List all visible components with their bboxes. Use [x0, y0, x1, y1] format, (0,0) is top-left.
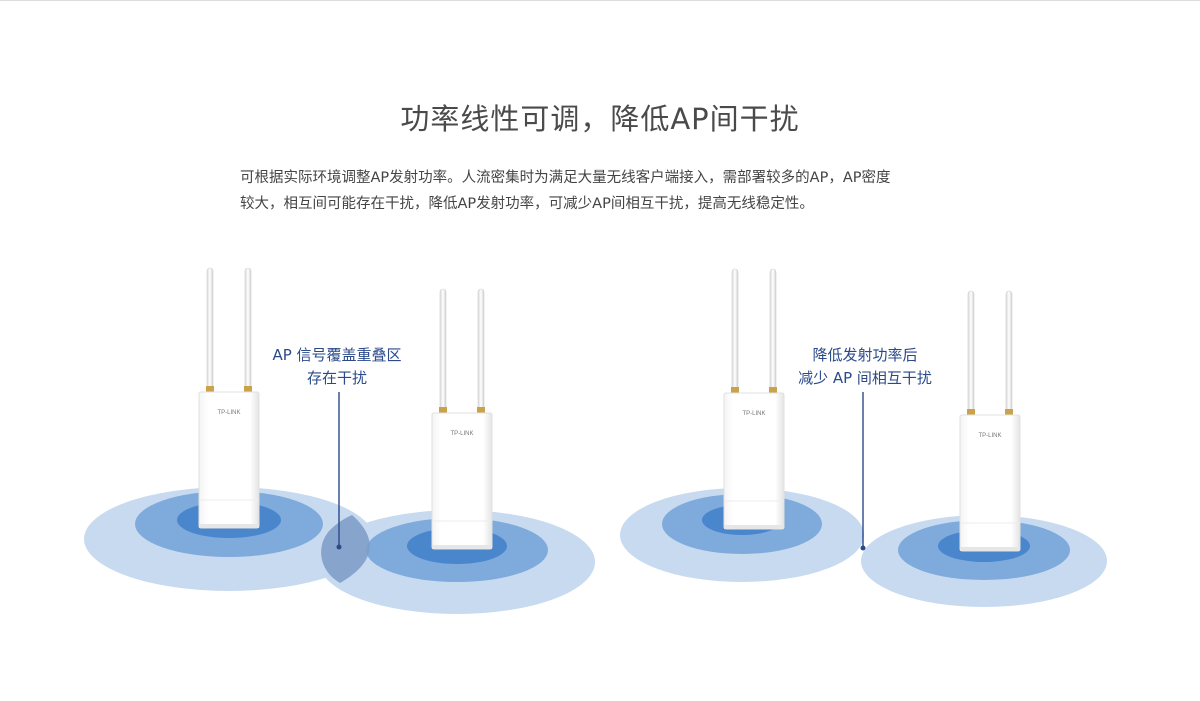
ap-device-right-1: TP-LINK [723, 268, 785, 530]
callout-dot-right [860, 545, 866, 551]
intro-line-2: 较大，相互间可能存在干扰，降低AP发射功率，可减少AP间相互干扰，提高无线稳定性… [240, 196, 814, 212]
brand-label: TP-LINK [450, 431, 473, 437]
callout-overlap: AP 信号覆盖重叠区 存在干扰 [262, 344, 412, 390]
page-title: 功率线性可调，降低AP间干扰 [400, 102, 800, 136]
brand-label: TP-LINK [978, 433, 1001, 439]
callout-right-line-1: 降低发射功率后 [812, 346, 918, 364]
callout-right-line-2: 减少 AP 间相互干扰 [798, 369, 932, 387]
brand-label: TP-LINK [217, 410, 240, 416]
intro-paragraph: 可根据实际环境调整AP发射功率。人流密集时为满足大量无线客户端接入，需部署较多的… [240, 165, 970, 217]
callout-left-line-2: 存在干扰 [306, 369, 367, 387]
ap-device-left-1: TP-LINK [198, 267, 260, 529]
brand-label: TP-LINK [742, 411, 765, 417]
intro-line-1: 可根据实际环境调整AP发射功率。人流密集时为满足大量无线客户端接入，需部署较多的… [240, 170, 891, 186]
illustration: TP-LINK TP-LINK TP-LINK TP-LINK [0, 250, 1200, 670]
top-divider [0, 0, 1200, 1]
callout-left-line-1: AP 信号覆盖重叠区 [272, 346, 402, 364]
callout-dot-left [336, 544, 342, 550]
ap-device-right-2: TP-LINK [959, 290, 1021, 552]
callout-reduced: 降低发射功率后 减少 AP 间相互干扰 [780, 344, 950, 390]
overlap-zone [321, 515, 370, 583]
ap-device-left-2: TP-LINK [431, 288, 493, 550]
